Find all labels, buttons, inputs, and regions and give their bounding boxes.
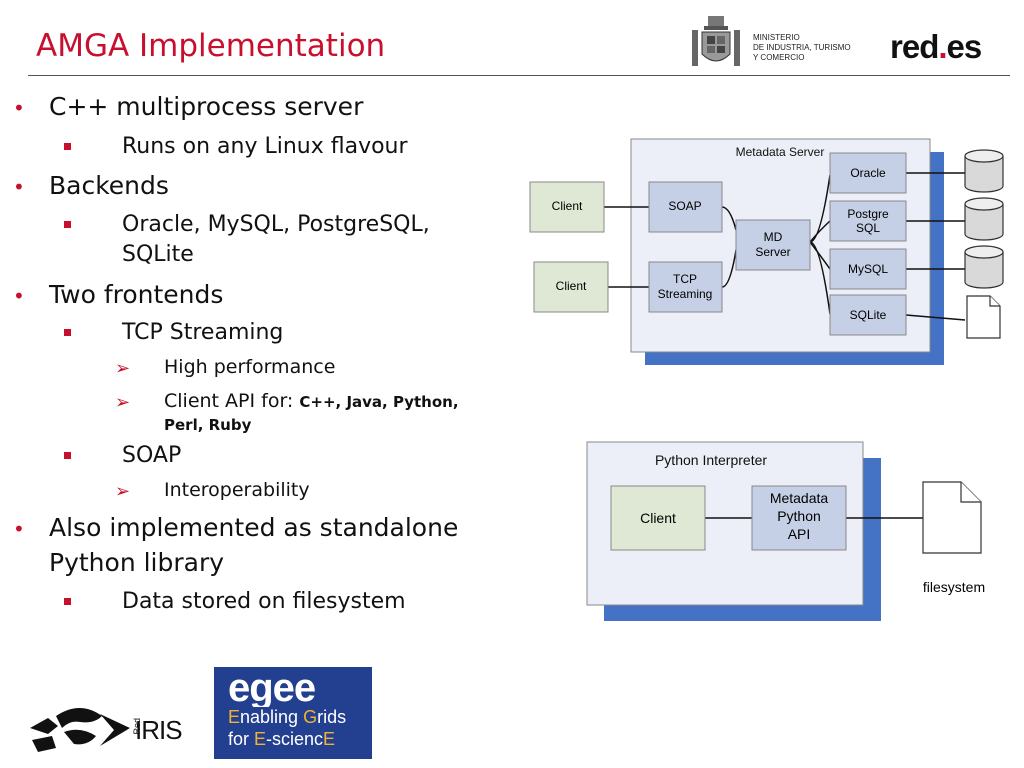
- tcp-label: TCP: [673, 272, 697, 286]
- egee-tagline-part: -scienc: [266, 729, 324, 749]
- ministry-line: Y COMERCIO: [753, 53, 805, 62]
- egee-logo: egee Enabling Grids for E-sciencE: [214, 667, 372, 759]
- sqlite-label: SQLite: [850, 308, 887, 322]
- bullet-square: [64, 452, 71, 459]
- md-server-label: MD: [764, 230, 783, 244]
- redes-logo-dot: .: [938, 28, 947, 65]
- bullet-level2: Runs on any Linux flavour: [122, 134, 408, 159]
- oracle-label: Oracle: [850, 166, 886, 180]
- bullet-square: [64, 143, 71, 150]
- bullet-level1: Backends: [49, 171, 169, 200]
- client-label: Client: [640, 510, 676, 526]
- client-box-bottom: [533, 261, 609, 313]
- md-server-box: [735, 219, 811, 271]
- tcp-label: Streaming: [658, 287, 713, 301]
- redes-logo-part: es: [946, 28, 983, 65]
- bullet-level2: Data stored on filesystem: [122, 589, 406, 614]
- page-title: AMGA Implementation: [36, 28, 386, 64]
- api-label: Python: [777, 508, 821, 524]
- metadata-python-api-box: [751, 485, 847, 551]
- egee-tagline-part: E: [228, 707, 241, 727]
- soap-label: SOAP: [668, 199, 701, 213]
- bullet-dot: •: [13, 284, 25, 308]
- soap-box: [648, 181, 723, 233]
- bullet-arrow-icon: ➢: [115, 358, 131, 379]
- client-box-top: [529, 181, 605, 233]
- ministry-line: DE INDUSTRIA, TURISMO: [753, 43, 851, 52]
- redes-logo: red.es: [890, 28, 983, 66]
- redes-logo-part: red: [890, 28, 939, 65]
- bullet-level1: Also implemented as standalone: [49, 513, 459, 542]
- client-label: Client: [556, 279, 587, 293]
- rediris-label: IRIS: [135, 715, 183, 745]
- egee-wordmark-icon: egee: [228, 673, 316, 707]
- mysql-label: MySQL: [848, 262, 888, 276]
- sqlite-box: [829, 294, 907, 336]
- egee-tagline-part: E: [254, 729, 267, 749]
- python-interpreter-title: Python Interpreter: [655, 452, 767, 468]
- ministry-line: MINISTERIO: [753, 33, 800, 42]
- rediris-logo-icon: [30, 708, 130, 752]
- bullet-level1-cont: Python library: [49, 548, 225, 577]
- egee-tagline-part: G: [303, 707, 318, 727]
- bullet-square: [64, 598, 71, 605]
- bullet-level3: Client API for: C++, Java, Python,: [164, 390, 459, 412]
- filesystem-label: filesystem: [923, 579, 985, 595]
- bullet-arrow-icon: ➢: [115, 481, 131, 502]
- oracle-box: [829, 152, 907, 194]
- bullet-level3-languages: C++, Java, Python,: [299, 393, 459, 411]
- tcp-streaming-box: [648, 261, 723, 313]
- client-label: Client: [552, 199, 583, 213]
- bullet-level1: Two frontends: [49, 280, 224, 309]
- egee-tagline: for E-sciencE: [228, 729, 335, 750]
- bullet-square: [64, 329, 71, 336]
- bullet-level2: TCP Streaming: [122, 320, 284, 345]
- egee-tagline-part: nabling: [240, 707, 304, 727]
- database-icon: [964, 197, 1004, 241]
- bullet-dot: •: [13, 96, 25, 120]
- mysql-box: [829, 248, 907, 290]
- bullet-dot: •: [13, 175, 25, 199]
- file-icon: [922, 481, 982, 554]
- md-server-label: Server: [755, 245, 790, 259]
- python-interpreter-diagram: Python Interpreter Client Metadata Pytho…: [586, 441, 985, 621]
- egee-tagline-part: for: [228, 729, 255, 749]
- metadata-server-title: Metadata Server: [736, 145, 825, 159]
- egee-tagline: Enabling Grids: [228, 707, 346, 728]
- bullet-level2: SOAP: [122, 443, 182, 468]
- bullet-arrow-icon: ➢: [115, 392, 131, 413]
- metadata-server-diagram: Metadata Server Client Client SOAP TCP S…: [529, 138, 1004, 365]
- egee-tagline-part: rids: [317, 707, 347, 727]
- bullet-level3-languages-cont: Perl, Ruby: [164, 416, 252, 434]
- database-icon: [964, 149, 1004, 193]
- bullet-level3: Interoperability: [164, 479, 310, 501]
- bullet-dot: •: [13, 517, 25, 541]
- ministry-label: MINISTERIO DE INDUSTRIA, TURISMO Y COMER…: [753, 33, 851, 63]
- bullet-level3-prefix: Client API for:: [164, 390, 300, 412]
- bullet-level2-cont: SQLite: [122, 242, 194, 267]
- file-icon: [966, 295, 1001, 339]
- postgresql-box: [829, 200, 907, 242]
- bullet-level1: C++ multiprocess server: [49, 92, 364, 121]
- bullet-square: [64, 221, 71, 228]
- api-label: API: [788, 526, 811, 542]
- connector-lines: [604, 172, 966, 321]
- postgresql-label: Postgre: [847, 207, 889, 221]
- database-icon: [964, 245, 1004, 289]
- egee-wordmark: egee: [228, 673, 315, 707]
- client-box: [610, 485, 706, 551]
- bullet-level2: Oracle, MySQL, PostgreSQL,: [122, 212, 430, 237]
- postgresql-label: SQL: [856, 221, 880, 235]
- api-label: Metadata: [770, 490, 829, 506]
- title-divider: [28, 75, 1010, 76]
- coat-of-arms-icon: [692, 16, 740, 66]
- bullet-level3: High performance: [164, 356, 336, 378]
- egee-tagline-part: E: [323, 729, 336, 749]
